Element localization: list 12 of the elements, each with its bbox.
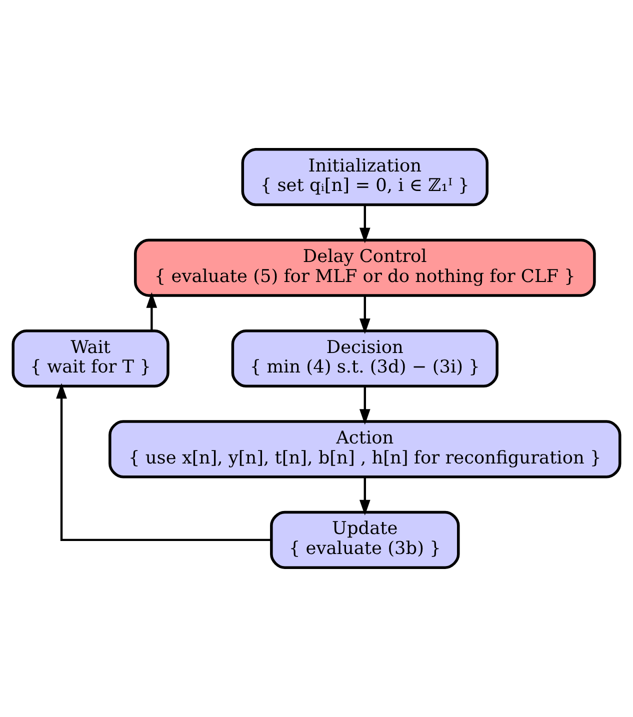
- node-box: Wait { wait for T }: [12, 329, 170, 388]
- arrow: [56, 383, 272, 542]
- arrow: [146, 292, 158, 331]
- arrow: [359, 476, 370, 516]
- node-box: Delay Control { evaluate (5) for MLF or do nothing for CLF }: [134, 238, 596, 297]
- node-box: Decision { min (4) s.t. (3d) − (3i) }: [231, 329, 498, 388]
- node-box: Action { use x[n], y[n], t[n], b[n] , h[n] for reconfiguration }: [108, 420, 622, 478]
- node-box: Initialization { set qᵢ[n] = 0, i ∈ ℤ₁ᴵ }: [241, 148, 489, 206]
- node-box: Update { evaluate (3b) }: [270, 510, 460, 569]
- arrow: [359, 204, 370, 244]
- arrow: [359, 386, 370, 425]
- arrow: [359, 296, 370, 334]
